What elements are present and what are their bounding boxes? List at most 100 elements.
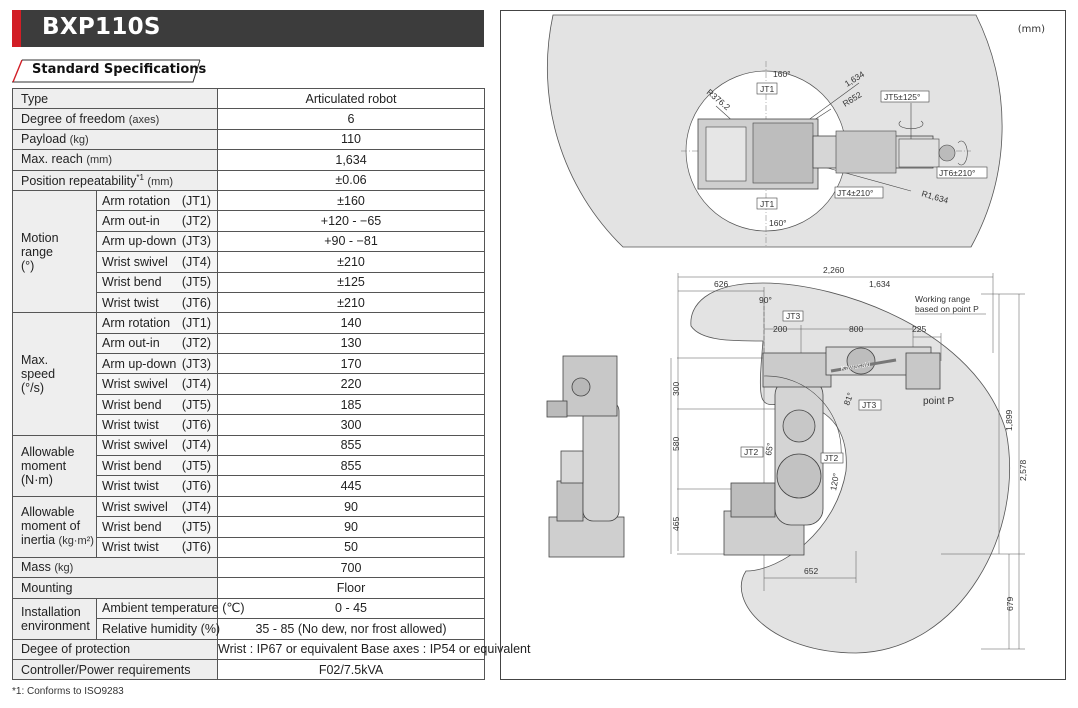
spec-row-installation: Relative humidity (%)35 - 85 (No dew, no… [13, 618, 486, 640]
dim-580: 580 [671, 437, 681, 451]
joint-label: (JT5) [181, 458, 212, 473]
item-name: Wrist bend(JT5) [95, 455, 219, 477]
spec-label: Degee of protection [11, 638, 219, 660]
front-view [546, 355, 625, 558]
side-working-range [690, 282, 1010, 654]
angle-90: 90° [759, 295, 772, 305]
spec-row-motion_range: Arm up-down(JT3)+90 - −81 [13, 230, 486, 253]
item-name: Arm out-in(JT2) [95, 332, 219, 355]
spec-label: Position repeatability*1 (mm) [11, 169, 219, 191]
joint-label: (JT2) [181, 336, 212, 351]
item-name: Wrist swivel(JT4) [95, 495, 219, 518]
spec-row-max_speed: Wrist bend(JT5)185 [13, 393, 486, 416]
title-accent [12, 10, 21, 47]
item-value: 445 [217, 475, 486, 497]
spec-row-allowable_inertia: Wrist twist(JT6)50 [13, 536, 486, 558]
item-value: 220 [217, 373, 486, 395]
spec-row-max_speed: Arm out-in(JT2)130 [13, 332, 486, 355]
dim-652: 652 [804, 566, 818, 576]
angle-top-label: 160° [773, 69, 791, 79]
dim-200: 200 [773, 324, 787, 334]
joint-label: (JT2) [181, 214, 212, 229]
item-value: 50 [217, 536, 486, 558]
item-name: Arm rotation(JT1) [95, 189, 219, 212]
jt4-label: JT4±210° [837, 188, 873, 198]
spec-label: Max. reach (mm) [11, 149, 219, 171]
item-value: 855 [217, 434, 486, 457]
dim-reach: 1,634 [869, 279, 891, 289]
section-heading-frame [12, 59, 201, 83]
item-value: 90 [217, 516, 486, 538]
spec-value: 110 [217, 128, 486, 151]
page-title: BXP110S [42, 14, 161, 40]
dim-465: 465 [671, 517, 681, 531]
item-name: Wrist bend(JT5) [95, 516, 219, 538]
spec-value: 6 [217, 108, 486, 130]
item-value: 185 [217, 393, 486, 416]
spec-unit: (kg) [54, 562, 74, 575]
jt1-bottom-label: JT1 [760, 199, 774, 209]
item-value: +90 - −81 [217, 230, 486, 253]
spec-unit: (axes) [128, 113, 160, 126]
top-view: 160° 160° 1,634 R652 R376.2 R1,634 JT1 J… [546, 14, 1003, 248]
dim-total: 2,260 [823, 265, 845, 275]
joint-label: (JT4) [181, 438, 212, 453]
spec-row-mass: Mass (kg)700 [11, 556, 486, 579]
spec-row-motion_range: Wrist twist(JT6)±210 [13, 291, 486, 314]
drawing-canvas: 160° 160° 1,634 R652 R376.2 R1,634 JT1 J… [546, 14, 1028, 654]
item-name: Wrist swivel(JT4) [95, 251, 219, 273]
spec-row-max_speed: Wrist swivel(JT4)220 [13, 373, 486, 395]
joint-label: (JT6) [181, 479, 212, 494]
group-label-max_speed: Max.speed(°/s) [12, 312, 97, 436]
spec-label: Type [11, 87, 219, 110]
spec-row-reach: Max. reach (mm)1,634 [11, 149, 486, 171]
dimension-drawing: (mm) 160° 160° 1,634 [500, 10, 1066, 680]
item-name: Wrist twist(JT6) [95, 291, 219, 314]
spec-value: F02/7.5kVA [217, 658, 486, 681]
robot-logo: Kawasaki [840, 361, 871, 373]
unit-note: (mm) [1017, 24, 1045, 35]
angle-bottom-label: 160° [769, 218, 787, 228]
joint-label: (JT4) [181, 377, 212, 392]
item-name: Relative humidity (%) [95, 618, 220, 640]
footnote-marker: *1 [136, 173, 144, 183]
item-value: ±160 [217, 189, 486, 212]
dim-300: 300 [671, 382, 681, 396]
section-heading: Standard Specifications [12, 59, 206, 83]
item-name: Arm out-in(JT2) [95, 210, 219, 232]
joint-label: (JT6) [181, 417, 212, 432]
joint-label: (JT3) [181, 234, 212, 249]
section-heading-text: Standard Specifications [32, 62, 207, 77]
jt2-right-label: JT2 [824, 453, 838, 463]
joint-label: (JT4) [181, 254, 212, 269]
spec-value: ±0.06 [217, 169, 486, 191]
point-p-label: point P [923, 396, 954, 407]
spec-label: Controller/Power requirements [11, 658, 219, 681]
item-value: 35 - 85 (No dew, nor frost allowed) [217, 618, 486, 640]
joint-label: (JT3) [181, 356, 212, 371]
item-name: Wrist twist(JT6) [95, 536, 219, 558]
dim-2578: 2,578 [1018, 459, 1028, 481]
item-name: Wrist bend(JT5) [95, 393, 219, 416]
footnote: *1: Conforms to ISO9283 [12, 686, 124, 697]
spec-unit: (mm) [86, 154, 112, 167]
spec-row-max_speed: Wrist twist(JT6)300 [13, 414, 486, 436]
item-name: Arm up-down(JT3) [95, 353, 219, 375]
side-view: Kawasaki 2,260 626 1,634 90° JT3 200 800… [670, 265, 1028, 654]
title-bar: BXP110S [12, 10, 484, 47]
item-value: 140 [217, 312, 486, 334]
spec-label: Degree of freedom (axes) [11, 108, 219, 130]
item-name: Wrist twist(JT6) [95, 414, 219, 436]
spec-unit: (mm) [147, 176, 174, 189]
item-name: Wrist twist(JT6) [95, 475, 219, 497]
angle-120: 120° [828, 472, 841, 491]
